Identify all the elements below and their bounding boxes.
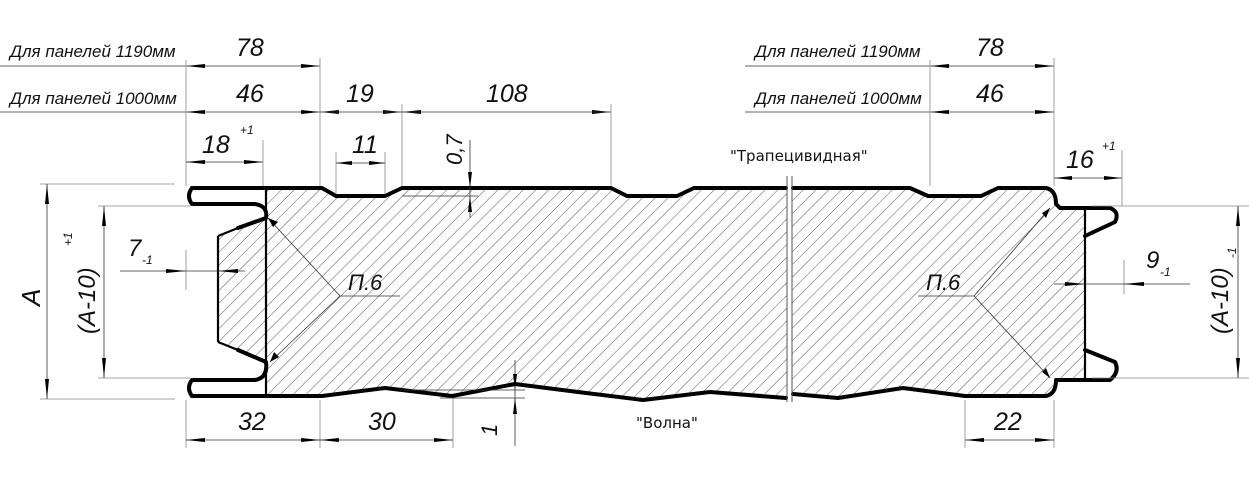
dim-19: 19 [346, 80, 374, 108]
top-left-dimensions: Для панелей 1190мм Для панелей 1000мм 78… [0, 34, 612, 218]
left-label-1190: Для панелей 1190мм [8, 42, 176, 61]
dim-16-tolerance: +1 [1102, 139, 1116, 153]
top-right-dimensions: Для панелей 1190мм Для панелей 1000мм 78… [730, 34, 1123, 206]
left-label-1000: Для панелей 1000мм [8, 89, 177, 108]
dim-A: A [16, 289, 46, 308]
dim-9-tolerance: -1 [1160, 265, 1171, 279]
callout-right: П.6 [918, 207, 1051, 379]
dim-A-10-right: (A-10) [1207, 267, 1234, 334]
callout-left: П.6 [267, 217, 400, 363]
panel-core [218, 188, 1085, 400]
right-label-1190: Для панелей 1190мм [753, 42, 921, 61]
dim-A-10-right-tolerance: -1 [1225, 247, 1239, 258]
dim-1: 1 [477, 424, 502, 436]
dim-left-78: 78 [236, 34, 264, 62]
dim-30: 30 [368, 408, 396, 436]
dim-18-tolerance: +1 [240, 123, 254, 137]
left-side-dimensions: A (A-10) +1 7 -1 [16, 183, 245, 400]
dim-left-46: 46 [236, 80, 264, 108]
dim-right-46: 46 [976, 80, 1004, 108]
right-label-1000: Для панелей 1000мм [753, 89, 922, 108]
panel-skin [187, 176, 1119, 402]
profile-name-top: "Трапецивидная" [730, 147, 868, 165]
dim-22: 22 [993, 408, 1022, 436]
profile-name-bottom: "Волна" [636, 414, 698, 432]
dim-0-7: 0,7 [442, 134, 467, 165]
dim-108: 108 [486, 80, 528, 108]
bottom-dimensions: 32 30 1 22 "Волна" [185, 360, 1055, 448]
callout-right-label: П.6 [926, 270, 961, 295]
callout-left-label: П.6 [348, 270, 383, 295]
dim-A-10-left: (A-10) [74, 267, 101, 334]
dim-16: 16 [1066, 146, 1094, 174]
dim-9: 9 [1146, 247, 1159, 274]
right-side-dimensions: (A-10) -1 9 -1 [1054, 205, 1249, 379]
dim-11: 11 [352, 131, 378, 159]
dim-7: 7 [128, 235, 143, 262]
dim-A-10-left-tolerance: +1 [61, 232, 75, 246]
dim-7-tolerance: -1 [142, 253, 153, 267]
dim-32: 32 [238, 408, 266, 436]
dim-18: 18 [202, 131, 230, 159]
dim-right-78: 78 [976, 34, 1004, 62]
